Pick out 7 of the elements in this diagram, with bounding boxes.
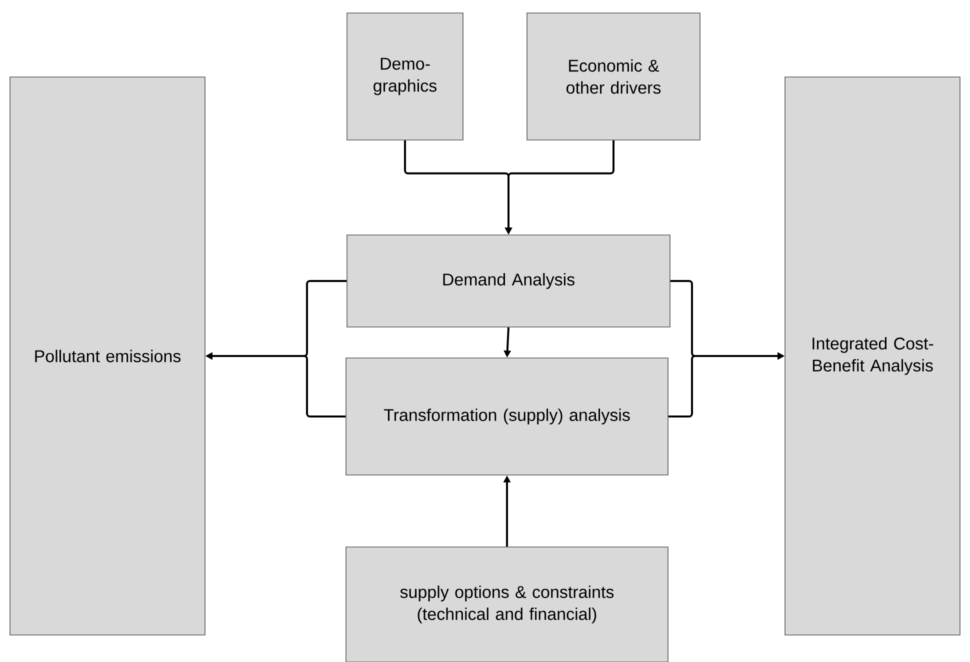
process-box: Pollutant emissions — [10, 76, 206, 636]
process-box: Demo- graphics — [346, 12, 464, 140]
process-box: Demand Analysis — [346, 234, 670, 328]
process-box: Economic & other drivers — [526, 12, 700, 140]
process-box: Transformation (supply) analysis — [346, 358, 668, 476]
process-box: Integrated Cost-Benefit Analysis — [784, 76, 960, 636]
process-box: supply options & constraints (technical and financial) — [346, 546, 668, 662]
